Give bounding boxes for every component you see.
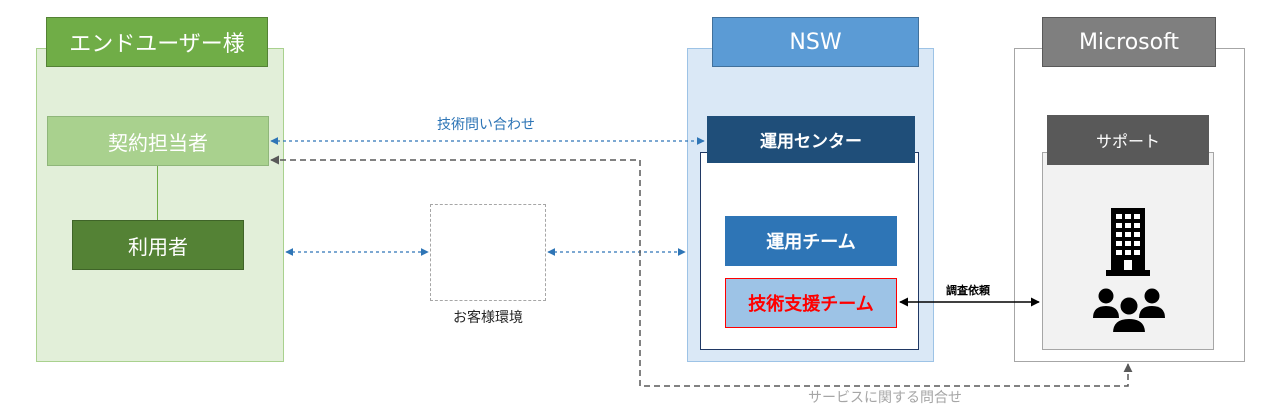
operations-center-header: 運用センター xyxy=(707,116,915,163)
microsoft-header: Microsoft xyxy=(1042,17,1216,67)
service-inquiry-label: サービスに関する問合せ xyxy=(808,390,962,406)
end-user-connector-line xyxy=(157,166,158,220)
nsw-header: NSW xyxy=(712,17,919,67)
end-user-panel xyxy=(36,48,284,362)
end-user-header: エンドユーザー様 xyxy=(46,17,268,67)
technical-inquiry-label: 技術問い合わせ xyxy=(437,117,535,133)
contract-person-box: 契約担当者 xyxy=(47,116,269,166)
investigation-request-label: 調査依頼 xyxy=(946,284,990,297)
service-inquiry-arrow xyxy=(270,155,1133,387)
user-box: 利用者 xyxy=(72,220,244,270)
